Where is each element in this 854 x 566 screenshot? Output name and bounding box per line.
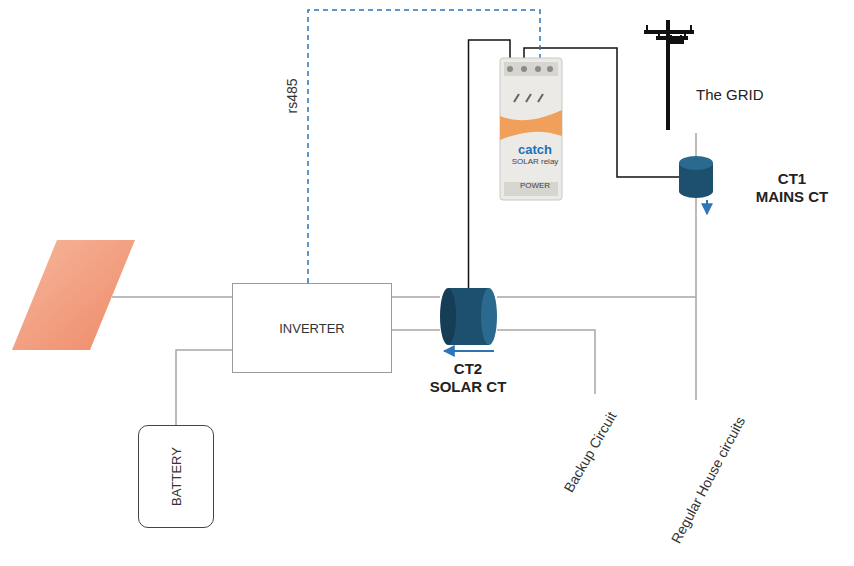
backup-wire	[392, 329, 440, 331]
ct-cylinder	[440, 288, 497, 345]
backup-wire	[497, 330, 595, 394]
switch-lever	[526, 94, 531, 102]
current-transformer: CT2 SOLAR CT	[440, 288, 497, 345]
node-text: INVERTER	[279, 321, 345, 336]
relay-device: catchSOLAR relayPOWER	[500, 58, 570, 200]
current-transformer: CT1 MAINS CT	[679, 156, 713, 198]
circuit-label: Regular House circuits	[668, 414, 748, 546]
house-wire	[695, 297, 697, 400]
ct-end	[679, 156, 713, 170]
switch-lever	[514, 94, 519, 102]
node-text: POWER	[500, 181, 570, 191]
orange-band	[500, 110, 562, 140]
insulator	[646, 25, 648, 32]
node-text: catch	[500, 142, 570, 157]
insulator	[670, 35, 672, 42]
relay-housing	[500, 58, 570, 200]
ct-end	[440, 288, 456, 345]
insulator	[680, 35, 682, 42]
power-wire	[497, 198, 696, 297]
node-text: CT2 SOLAR CT	[428, 360, 508, 396]
terminal-screw	[547, 66, 553, 72]
housing	[500, 58, 562, 200]
insulator	[684, 31, 686, 38]
insulator	[658, 31, 660, 38]
battery-box: BATTERY	[138, 425, 214, 528]
node-text: BATTERY	[168, 447, 183, 506]
power-wire	[695, 133, 697, 156]
ct-end	[679, 184, 713, 198]
power-wire	[392, 296, 440, 298]
switch-lever	[538, 94, 543, 102]
current-direction-arrow	[444, 350, 494, 352]
solar-panel	[12, 240, 135, 350]
circuit-label: Backup Circuit	[561, 409, 620, 495]
terminal-screw	[535, 66, 541, 72]
power-wire	[176, 350, 232, 425]
ct-cylinder	[679, 156, 713, 198]
terminal-block	[504, 62, 558, 76]
terminal-screw	[521, 66, 527, 72]
current-direction-arrow	[706, 200, 708, 214]
node-text: SOLAR relay	[500, 157, 570, 167]
terminal-screw	[507, 66, 513, 72]
node-text: The GRID	[696, 86, 764, 103]
utility-pole	[628, 18, 778, 133]
crossarm	[644, 30, 694, 34]
edge-label: rs485	[284, 78, 300, 113]
ct-end	[481, 288, 497, 345]
inverter-box: INVERTER	[232, 283, 392, 373]
panel-wire	[112, 296, 232, 298]
grid-pole: The GRID	[628, 18, 778, 133]
node-text: CT1 MAINS CT	[753, 170, 831, 206]
insulator	[690, 25, 692, 32]
